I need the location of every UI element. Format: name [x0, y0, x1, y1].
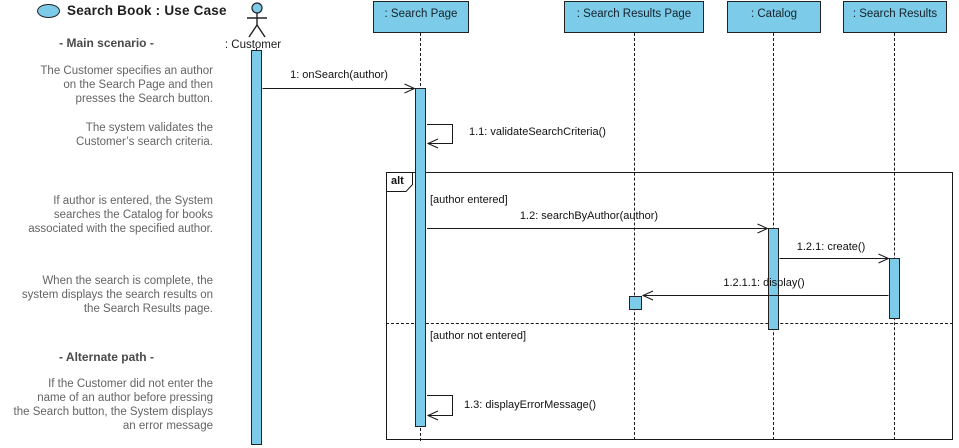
message-label-display-error: 1.3: displayErrorMessage() — [464, 399, 597, 411]
actor-icon — [247, 2, 267, 38]
actor-label: : Customer — [224, 39, 282, 51]
lifeline-search-results — [894, 33, 895, 440]
activation-search-results — [889, 258, 900, 319]
activation-customer — [251, 50, 262, 445]
message-arrow-onsearch — [262, 83, 416, 94]
message-label-validate: 1.1: validateSearchCriteria() — [469, 126, 606, 138]
activation-search-results-page — [629, 296, 642, 310]
activation-search-page — [415, 88, 426, 427]
diagram-title-row: Search Book : Use Case — [37, 3, 227, 18]
guard-author-not-entered: [author not entered] — [430, 330, 527, 342]
message-label-onsearch: 1: onSearch(author) — [290, 69, 388, 81]
note-author-entered: If author is entered, the System searche… — [28, 195, 213, 235]
note-error-message: If the Customer did not enter the name o… — [13, 378, 213, 432]
alt-fragment-divider — [386, 323, 953, 324]
lifeline-head-search-results: : Search Results — [843, 1, 947, 33]
alt-fragment-operator-label: alt — [386, 172, 413, 192]
alt-operator-text: alt — [391, 175, 404, 187]
message-label-create: 1.2.1: create() — [796, 241, 866, 253]
diagram-title: Search Book : Use Case — [67, 3, 227, 18]
lifeline-head-search-results-page: : Search Results Page — [564, 1, 704, 33]
fragment-pentagon-icon — [386, 172, 413, 192]
alt-fragment — [386, 172, 953, 440]
note-customer-specifies-author: The Customer specifies an author on the … — [40, 65, 213, 105]
note-search-complete: When the search is complete, the system … — [21, 275, 213, 315]
message-label-display: 1.2.1.1: display() — [723, 277, 805, 289]
lifeline-search-results-page — [634, 33, 635, 440]
lifeline-head-search-page: : Search Page — [373, 1, 469, 33]
note-alternate-path-heading: - Alternate path - — [59, 350, 154, 364]
message-label-search-by-author: 1.2: searchByAuthor(author) — [519, 210, 659, 222]
activation-catalog — [768, 228, 779, 330]
note-system-validates: The system validates the Customer’s sear… — [76, 122, 213, 148]
message-arrow-validate-self — [426, 124, 453, 149]
guard-author-entered: [author entered] — [430, 194, 508, 206]
note-main-scenario-heading: - Main scenario - — [59, 36, 154, 50]
lifeline-head-catalog: : Catalog — [727, 1, 821, 33]
use-case-icon — [37, 3, 60, 18]
